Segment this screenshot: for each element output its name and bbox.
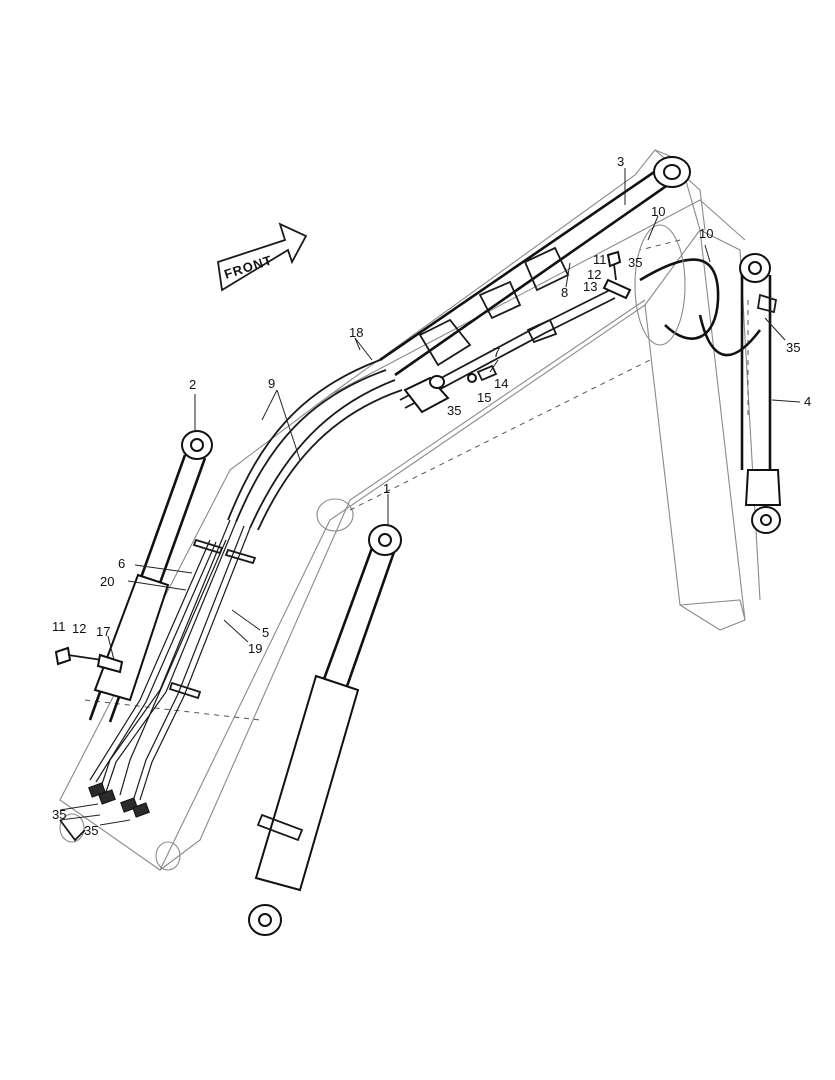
front-direction-arrow: FRONT bbox=[217, 222, 308, 292]
front-label: FRONT bbox=[222, 252, 274, 282]
hardware-bolt-left bbox=[54, 646, 124, 674]
callout-12a: 12 bbox=[72, 621, 86, 636]
boom-pipes bbox=[89, 519, 257, 801]
flange-block bbox=[403, 364, 498, 414]
callout-19: 19 bbox=[248, 641, 262, 656]
callout-7: 7 bbox=[493, 345, 500, 360]
callout-10b: 10 bbox=[699, 226, 713, 241]
callout-15: 15 bbox=[477, 390, 491, 405]
callout-35c: 35 bbox=[447, 403, 461, 418]
callout-5: 5 bbox=[262, 625, 269, 640]
callout-12b: 12 bbox=[587, 267, 601, 282]
callout-9: 9 bbox=[268, 376, 275, 391]
callout-13: 13 bbox=[583, 279, 597, 294]
callout-3: 3 bbox=[617, 154, 624, 169]
callout-18: 18 bbox=[349, 325, 363, 340]
callout-4: 4 bbox=[804, 394, 811, 409]
callout-1: 1 bbox=[383, 481, 390, 496]
callout-leaders bbox=[59, 168, 801, 826]
callout-35d: 35 bbox=[52, 807, 66, 822]
bucket-cylinder bbox=[739, 253, 782, 534]
callout-6: 6 bbox=[118, 556, 125, 571]
callout-20: 20 bbox=[100, 574, 114, 589]
callout-35a: 35 bbox=[628, 255, 642, 270]
callout-10a: 10 bbox=[651, 204, 665, 219]
hardware-bolt-right bbox=[602, 250, 632, 300]
callout-35e: 35 bbox=[84, 823, 98, 838]
callout-11a: 11 bbox=[52, 619, 66, 634]
callout-8: 8 bbox=[561, 285, 568, 300]
callout-17: 17 bbox=[96, 624, 110, 639]
callout-35b: 35 bbox=[786, 340, 800, 355]
center-lines bbox=[84, 239, 749, 721]
callout-2: 2 bbox=[189, 377, 196, 392]
arm-cylinder bbox=[379, 156, 691, 377]
line-7-pipe bbox=[399, 289, 616, 409]
boom-hose-bundle bbox=[227, 359, 403, 531]
bucket-hoses bbox=[634, 224, 762, 357]
callout-14: 14 bbox=[494, 376, 508, 391]
boom-cylinder-1 bbox=[248, 524, 402, 936]
pipe-end-fittings bbox=[88, 782, 150, 818]
callout-labels: 1 2 3 4 5 6 7 8 9 10 10 11 11 12 12 13 1… bbox=[52, 154, 811, 838]
callout-11b: 11 bbox=[593, 252, 607, 267]
